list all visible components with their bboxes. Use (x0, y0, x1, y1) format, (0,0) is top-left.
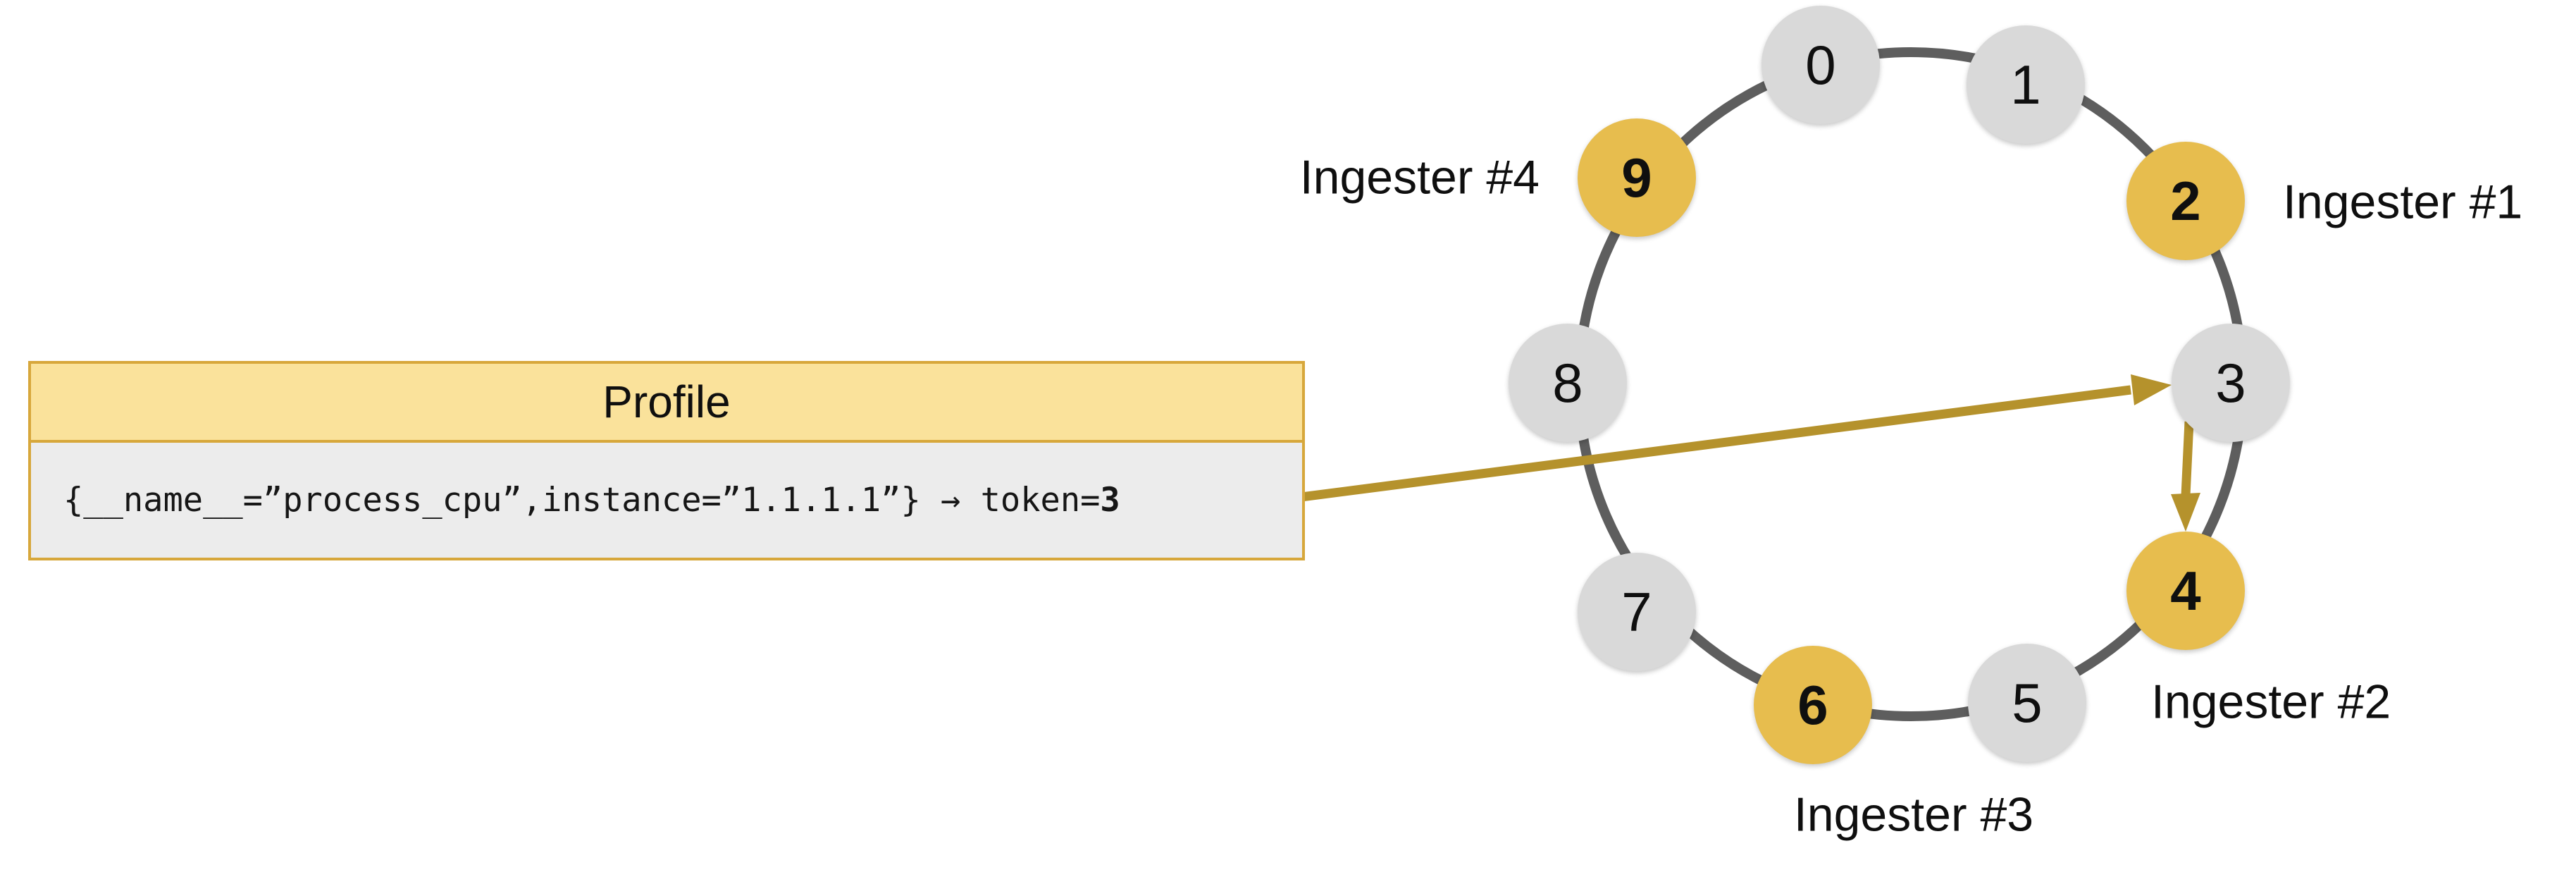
ring-node-0: 0 (1761, 6, 1880, 124)
label-ingester-4: Ingester #4 (1299, 150, 1540, 204)
series-selector-text: {__name__=”process_cpu”,instance=”1.1.1.… (63, 481, 1101, 520)
ring-node-7: 7 (1578, 553, 1696, 671)
ring-node-2: 2 (2126, 142, 2245, 260)
profile-box: Profile {__name__=”process_cpu”,instance… (28, 361, 1305, 560)
ring-node-6: 6 (1754, 646, 1872, 764)
next-token-arrowhead (2171, 493, 2200, 532)
ring-node-5: 5 (1968, 644, 2086, 762)
label-ingester-2: Ingester #2 (2151, 675, 2391, 729)
label-ingester-3: Ingester #3 (1793, 787, 2034, 842)
token-value: 3 (1100, 481, 1120, 520)
ring-node-1: 1 (1967, 25, 2085, 144)
ring-node-3: 3 (2172, 324, 2290, 442)
ring-node-9: 9 (1578, 118, 1696, 237)
ring-node-8: 8 (1509, 324, 1627, 442)
token-assignment-arrowhead (2131, 374, 2172, 405)
label-ingester-1: Ingester #1 (2283, 175, 2523, 229)
next-token-arrow-shaft (2181, 421, 2194, 496)
ring-node-4: 4 (2126, 532, 2245, 650)
profile-series-selector: {__name__=”process_cpu”,instance=”1.1.1.… (31, 443, 1302, 558)
token-assignment-arrow-shaft (1257, 385, 2131, 508)
profile-box-title: Profile (31, 364, 1302, 443)
